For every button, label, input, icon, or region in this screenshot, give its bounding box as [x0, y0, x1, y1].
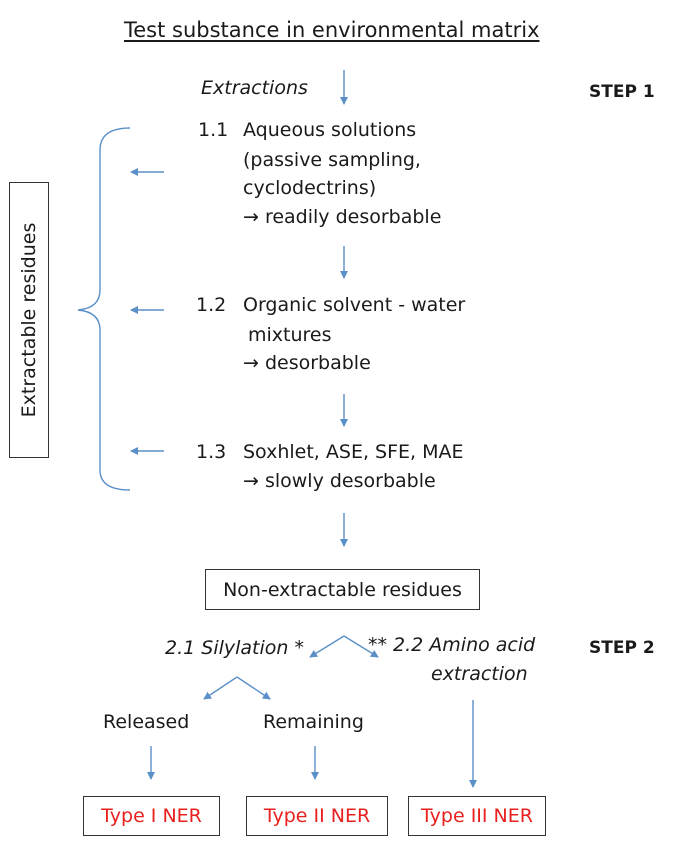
step-1-2-line2: mixtures: [248, 324, 332, 346]
step-1-1-line2: (passive sampling,: [243, 149, 421, 171]
step-1-2-number: 1.2: [196, 294, 227, 316]
released-label: Released: [103, 711, 190, 733]
step-1-3-line1: Soxhlet, ASE, SFE, MAE: [243, 441, 464, 463]
arrow-remaining: [236, 676, 271, 700]
step2-label: STEP 2: [589, 638, 655, 658]
extractions-label: Extractions: [201, 77, 308, 99]
non-extractable-residues-box: Non-extractable residues: [205, 569, 480, 610]
arrow-split-left: [309, 635, 345, 658]
step-1-1-line4: → readily desorbable: [243, 206, 442, 228]
silylation-label: 2.1 Silylation *: [165, 637, 304, 659]
type-iii-ner-box: Type III NER: [408, 796, 546, 836]
step1-label: STEP 1: [589, 82, 655, 102]
step-1-1-line3: cyclodectrins): [243, 177, 377, 199]
curly-bracket: [77, 127, 131, 491]
arrow-split-right: [343, 635, 379, 658]
step-1-1-number: 1.1: [198, 119, 229, 141]
amino-acid-line1: ** 2.2 Amino acid: [368, 634, 536, 656]
type-i-ner-box: Type I NER: [83, 796, 220, 836]
step-1-3-number: 1.3: [196, 441, 227, 463]
step-1-2-line3: → desorbable: [243, 352, 371, 374]
remaining-label: Remaining: [263, 711, 364, 733]
step-1-3-line2: → slowly desorbable: [243, 470, 436, 492]
extractable-residues-box: Extractable residues: [9, 182, 49, 458]
step-1-2-line1: Organic solvent - water: [243, 294, 466, 316]
amino-acid-line2: extraction: [431, 663, 528, 685]
page-title: Test substance in environmental matrix: [124, 18, 540, 42]
arrow-released: [203, 676, 238, 700]
type-ii-ner-box: Type II NER: [246, 796, 388, 836]
step-1-1-line1: Aqueous solutions: [243, 119, 417, 141]
